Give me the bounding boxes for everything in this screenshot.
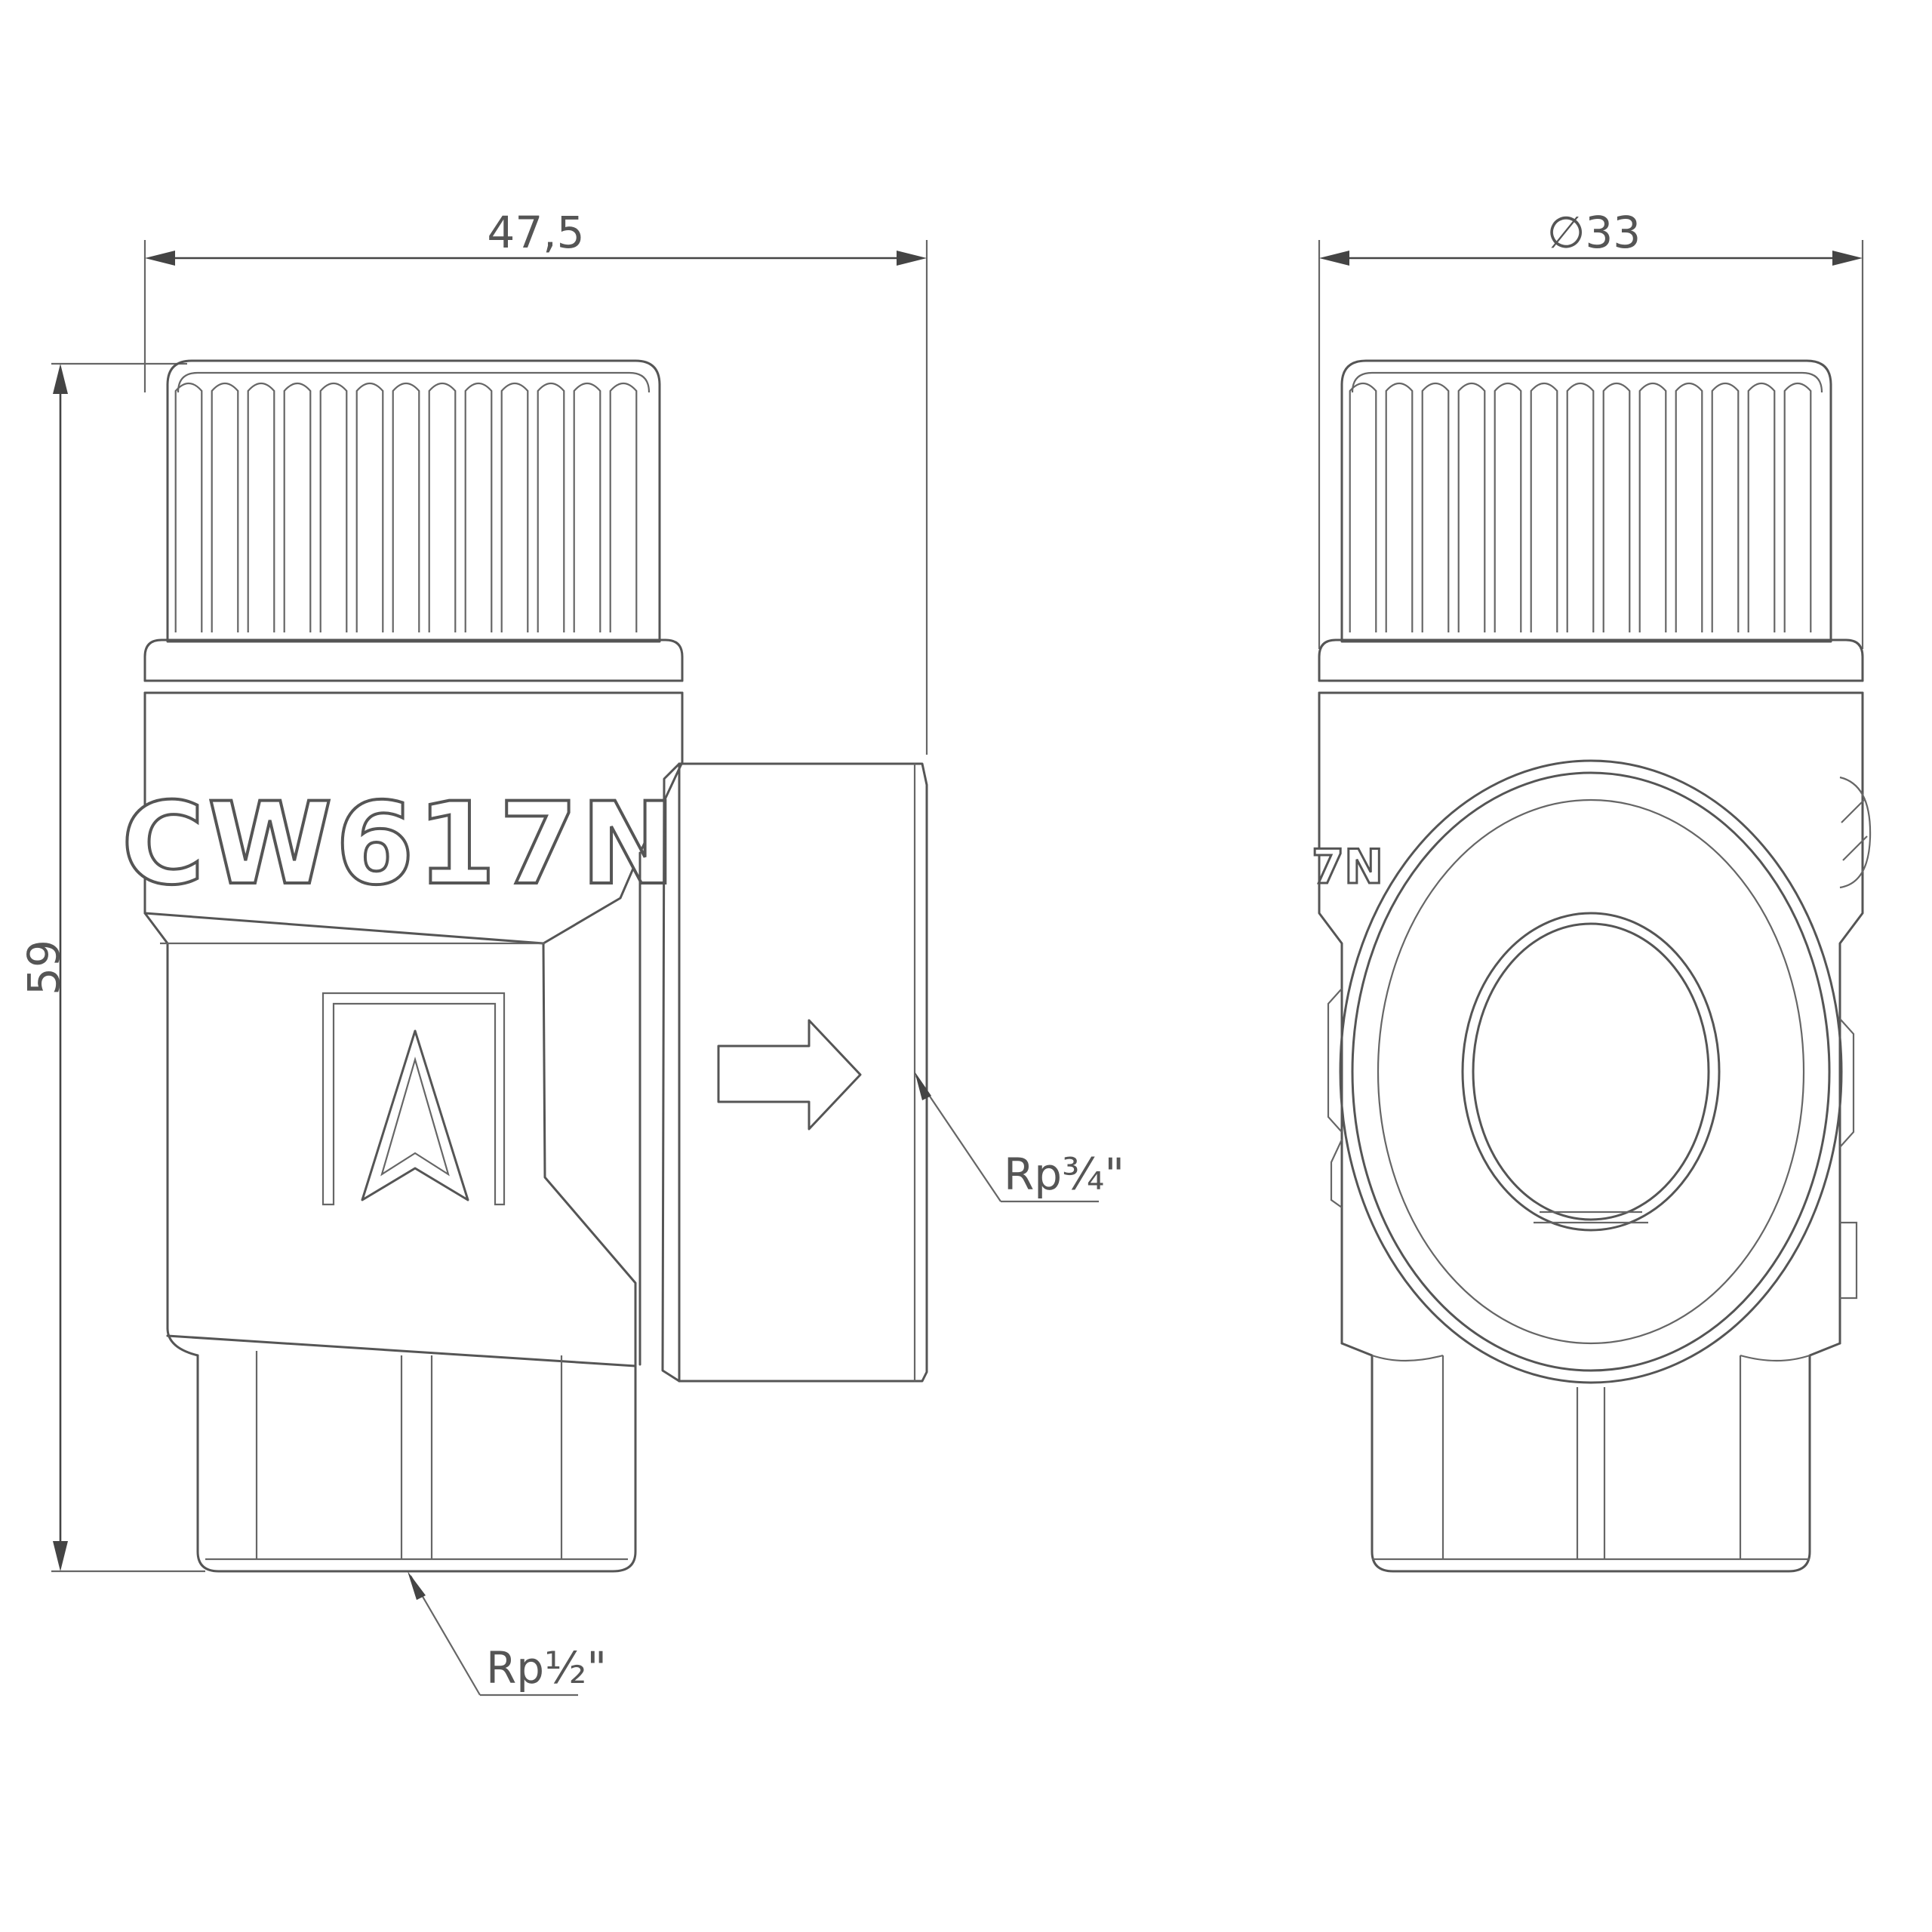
cap-ribs	[1349, 382, 1812, 632]
cap-rib	[1494, 382, 1522, 632]
cap-rib	[1602, 382, 1631, 632]
cap-rib	[1783, 382, 1812, 632]
cap-rib	[428, 382, 457, 632]
cap-rib	[1675, 382, 1703, 632]
width-front-label: 47,5	[487, 207, 584, 258]
cap-rib	[247, 382, 275, 632]
lower-hex-side	[1340, 1342, 1841, 1573]
cap-rib	[1566, 382, 1595, 632]
outlet-socket	[638, 762, 928, 1383]
dimension-height: 59	[18, 362, 205, 1573]
cap-rib	[283, 382, 312, 632]
cap-rib	[500, 382, 529, 632]
leader-outlet: Rp¾"	[915, 1072, 1124, 1203]
cap-rib	[392, 382, 420, 632]
cap-rib	[174, 382, 203, 632]
cap-rib	[1711, 382, 1740, 632]
height-label: 59	[18, 940, 69, 995]
diameter-label: ∅33	[1547, 207, 1641, 258]
triangle-arrow-logo-icon	[321, 992, 506, 1206]
cap-rib	[1530, 382, 1558, 632]
cap-rib	[1421, 382, 1450, 632]
material-marking-partial: 7N	[1312, 839, 1383, 894]
body-upper-front: CW617N	[120, 691, 684, 1367]
arrow-right-icon	[717, 1019, 862, 1131]
inlet-thread-label: Rp½"	[486, 1642, 607, 1694]
cap-rib	[319, 382, 348, 632]
cap-rib	[464, 382, 493, 632]
cap-rib	[609, 382, 638, 632]
body-side: 7N	[1311, 691, 1872, 1345]
cap-rib	[211, 382, 239, 632]
outlet-thread-label: Rp¾"	[1004, 1149, 1124, 1200]
cap-front	[143, 359, 684, 694]
front-view: CW617N	[120, 359, 1124, 1697]
dimension-width-front: 47,5	[143, 207, 928, 755]
side-view: 7N	[1311, 359, 1872, 1573]
cap-rib	[355, 382, 384, 632]
cap-rib	[1638, 382, 1667, 632]
leader-inlet: Rp½"	[408, 1571, 607, 1697]
outlet-socket-end	[1339, 759, 1843, 1384]
material-marking: CW617N	[122, 779, 678, 910]
lower-hex-front	[166, 1327, 637, 1573]
cap-rib	[1349, 382, 1377, 632]
cap-rib	[1747, 382, 1776, 632]
cap-rib	[537, 382, 565, 632]
cap-rib	[573, 382, 601, 632]
cap-side	[1318, 359, 1864, 694]
cap-rib	[1385, 382, 1414, 632]
cap-ribs	[174, 382, 638, 632]
cap-rib	[1457, 382, 1486, 632]
dimension-diameter-side: ∅33	[1318, 207, 1864, 649]
